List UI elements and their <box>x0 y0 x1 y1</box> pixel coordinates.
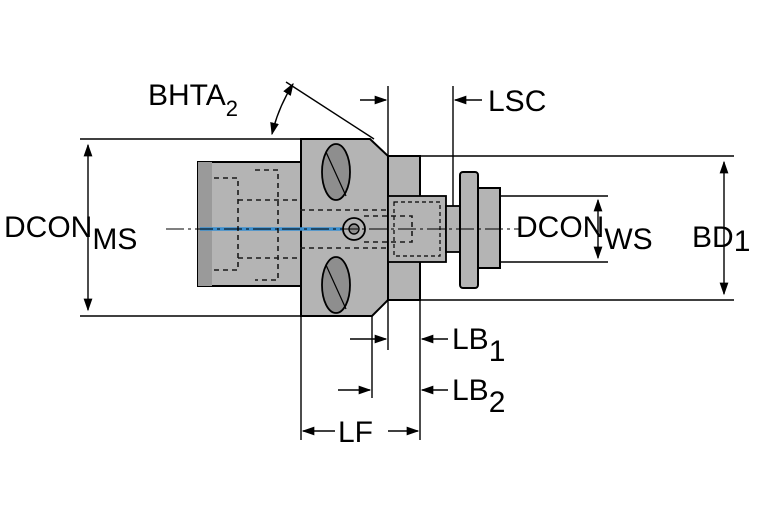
dim-bd <box>420 155 734 301</box>
dim-lengths <box>300 300 448 440</box>
label-lb1: LB1 <box>452 323 505 368</box>
label-bhta: BHTA2 <box>148 79 238 121</box>
dim-bhta <box>270 81 375 140</box>
shank-shading <box>198 162 212 286</box>
label-dcon-ws: DCONWS <box>516 211 653 256</box>
dim-dcon-ms <box>80 138 301 317</box>
machine-side-shank <box>197 161 302 287</box>
tool-body <box>197 138 501 317</box>
dim-dcon-ws <box>500 195 608 263</box>
label-bd: BD1 <box>692 221 750 258</box>
label-lf: LF <box>338 416 373 449</box>
work-side-head <box>459 171 479 289</box>
label-lb2: LB2 <box>452 374 505 419</box>
label-dcon-ms: DCONMS <box>4 211 137 256</box>
work-side-nose <box>477 187 501 269</box>
dim-lsc <box>360 86 482 206</box>
label-lsc: LSC <box>488 85 546 118</box>
